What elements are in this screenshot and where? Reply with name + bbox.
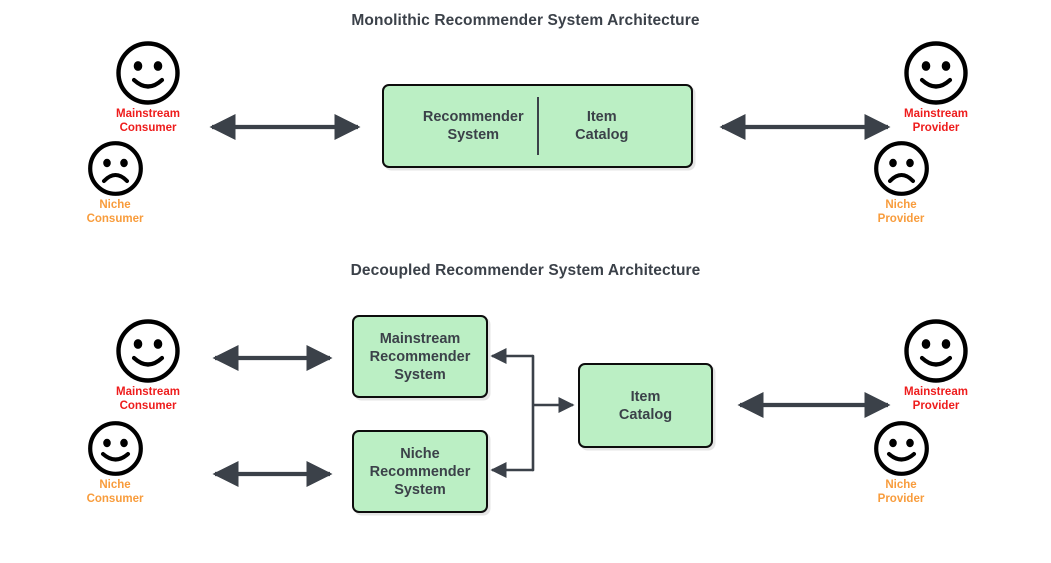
actor-label: Niche Consumer	[86, 479, 144, 505]
actor-label: Mainstream Provider	[904, 386, 968, 412]
sad-face-icon	[873, 141, 929, 196]
happy-face-icon	[873, 421, 929, 476]
monolithic-section-title: Monolithic Recommender System Architectu…	[351, 12, 700, 29]
actor-label: Mainstream Provider	[904, 108, 968, 134]
item-catalog-box[interactable]: Item Catalog	[578, 363, 713, 448]
mainstream-recommender-system-label: Mainstream Recommender System	[369, 330, 471, 383]
actor-niche-provider-monolithic: Niche Provider	[841, 140, 961, 226]
recommender-system-cell: Recommender System	[410, 108, 537, 144]
item-catalog-label: Item Catalog	[575, 109, 629, 143]
decoupled-section-title: Decoupled Recommender System Architectur…	[350, 262, 701, 279]
item-catalog-label: Item Catalog	[618, 388, 673, 423]
happy-face-icon	[87, 421, 143, 476]
actor-label: Niche Consumer	[86, 199, 144, 225]
actor-niche-provider-decoupled: Niche Provider	[841, 420, 961, 506]
monolithic-system-box[interactable]: Recommender System Item Catalog	[382, 84, 693, 168]
actor-label: Mainstream Consumer	[116, 108, 180, 134]
actor-niche-consumer-decoupled: Niche Consumer	[55, 420, 175, 506]
actor-mainstream-consumer-decoupled: Mainstream Consumer	[88, 318, 208, 413]
mainstream-recommender-system-box[interactable]: Mainstream Recommender System	[352, 315, 488, 398]
happy-face-icon	[904, 319, 968, 383]
actor-label: Niche Provider	[877, 199, 925, 225]
actor-mainstream-consumer-monolithic: Mainstream Consumer	[88, 40, 208, 135]
happy-face-icon	[116, 319, 180, 383]
item-catalog-cell: Item Catalog	[539, 108, 666, 144]
actor-mainstream-provider-decoupled: Mainstream Provider	[876, 318, 996, 413]
actor-niche-consumer-monolithic: Niche Consumer	[55, 140, 175, 226]
actor-label: Mainstream Consumer	[116, 386, 180, 412]
niche-recommender-system-box[interactable]: Niche Recommender System	[352, 430, 488, 513]
happy-face-icon	[116, 41, 180, 105]
niche-recommender-system-label: Niche Recommender System	[369, 445, 471, 498]
box-divider	[536, 97, 539, 155]
actor-mainstream-provider-monolithic: Mainstream Provider	[876, 40, 996, 135]
actor-label: Niche Provider	[877, 479, 925, 505]
sad-face-icon	[87, 141, 143, 196]
happy-face-icon	[904, 41, 968, 105]
recommender-system-label: Recommender System	[422, 109, 524, 143]
